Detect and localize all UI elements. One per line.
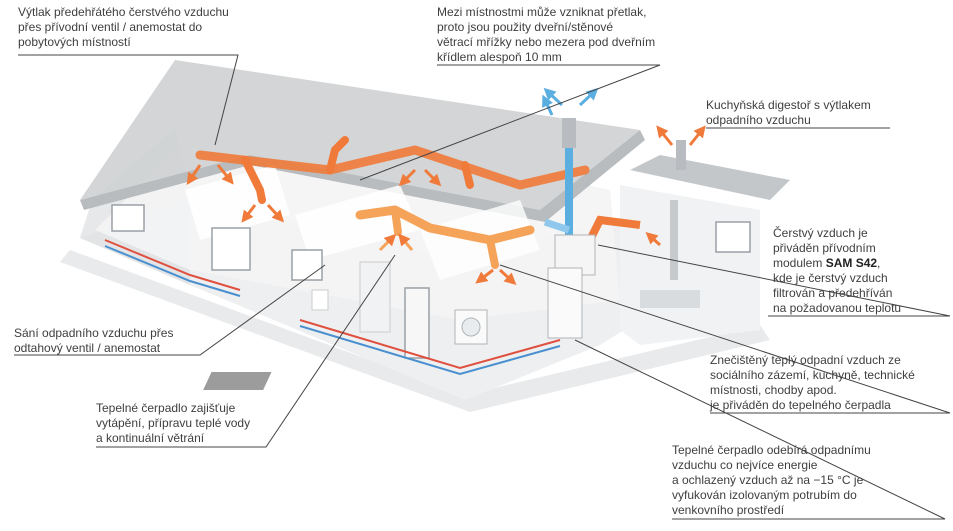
- arrow-out-7: [475, 268, 494, 284]
- arrow-in-1: [378, 233, 397, 252]
- caption-fresh-air-post: , kde je čerstvý vzduch filtrován a před…: [773, 256, 902, 315]
- heating-pipes: [104, 239, 561, 376]
- arrow-hood-1: [656, 125, 674, 146]
- pipe-red-right: [299, 319, 561, 370]
- caption-supply-vent: Výtlak předehřátého čerstvého vzduchu př…: [18, 5, 229, 49]
- roof-plane: [80, 60, 640, 210]
- supply-duct-drop: [486, 236, 499, 269]
- partition-wall-2: [295, 185, 420, 260]
- shower: [359, 261, 391, 333]
- kitchen-wing-wall: [620, 185, 760, 345]
- arrow-out-4: [266, 203, 285, 223]
- vertical-ducts: [543, 118, 686, 280]
- supply-duct-drop-2: [391, 206, 402, 236]
- leader-lines: [14, 54, 951, 520]
- airflow-arrows: [186, 87, 706, 286]
- arrow-hood-2: [688, 125, 706, 146]
- kitchen-counter: [640, 290, 700, 308]
- caption-fresh-air-module: SAM S42: [825, 256, 878, 270]
- leader-overpressure: [359, 64, 661, 181]
- supply-duct-main: [195, 145, 590, 190]
- caption-polluted-air: Znečištěný teplý odpadní vzduch ze sociá…: [710, 353, 915, 412]
- caption-fresh-air: Čerstvý vzduch je přiváděn přívodním mod…: [773, 226, 901, 316]
- supply-duct-branch-2: [241, 156, 266, 204]
- ground-shadow: [60, 250, 770, 412]
- leader-heat-pump-exhaust: [574, 339, 946, 520]
- arrow-in-2: [398, 233, 414, 251]
- pipe-red-left: [104, 239, 241, 291]
- supply-ducts: [195, 136, 590, 269]
- arrow-roof-1: [543, 87, 564, 107]
- window-left: [111, 204, 145, 232]
- caption-fresh-air-pre: Čerstvý vzduch je přiváděn přívodním mod…: [773, 226, 876, 270]
- arrow-out-6: [423, 168, 442, 187]
- toilet: [311, 289, 329, 311]
- leader-exhaust-intake: [14, 264, 326, 356]
- arrow-fresh-1: [645, 231, 662, 247]
- hood-duct: [670, 200, 678, 280]
- pipe-blue-left: [104, 245, 241, 297]
- washing-machine-drum: [461, 317, 481, 337]
- caption-kitchen-hood: Kuchyňská digestoř s výtlakem odpadního …: [706, 98, 871, 127]
- supply-duct-branch-1: [326, 136, 349, 174]
- arrow-out-3: [241, 204, 257, 223]
- window-front-2: [291, 249, 323, 281]
- leader-heat-pump: [96, 254, 396, 448]
- cold-duct-bend: [543, 218, 571, 234]
- heat-pump-body: [547, 267, 583, 339]
- arrow-out-2: [216, 164, 234, 185]
- caption-heat-pump-exhaust: Tepelné čerpadlo odebírá odpadnímu vzduc…: [672, 443, 871, 517]
- partition-wall-1: [185, 165, 290, 240]
- door-front: [404, 287, 430, 359]
- hood-chimney: [676, 140, 686, 170]
- arrow-out-5: [398, 168, 417, 187]
- doormat: [203, 372, 272, 390]
- heat-pump-unit: [311, 234, 700, 345]
- caption-exhaust-intake: Sání odpadního vzduchu přes odtahový ven…: [14, 326, 174, 355]
- caption-heat-pump: Tepelné čerpadlo zajišťuje vytápění, pří…: [96, 401, 251, 445]
- leader-supply-vent: [18, 54, 239, 146]
- window-front-1: [211, 227, 251, 271]
- supply-duct-lower: [355, 205, 535, 245]
- roof-chimney: [562, 118, 576, 148]
- arrow-out-1: [186, 164, 202, 185]
- windows: [111, 204, 751, 359]
- cold-exhaust-duct: [565, 148, 573, 238]
- window-kitchen: [715, 221, 751, 253]
- pipe-blue-right: [299, 325, 561, 376]
- arrow-out-8: [498, 268, 517, 286]
- caption-overpressure: Mezi místnostmi může vzniknat přetlak, p…: [437, 5, 656, 64]
- leader-fresh-air: [597, 244, 951, 317]
- leader-polluted-air: [499, 264, 951, 414]
- arrow-roof-2: [578, 87, 599, 107]
- kitchen-roof: [630, 155, 790, 200]
- supply-duct-branch-3: [461, 161, 474, 189]
